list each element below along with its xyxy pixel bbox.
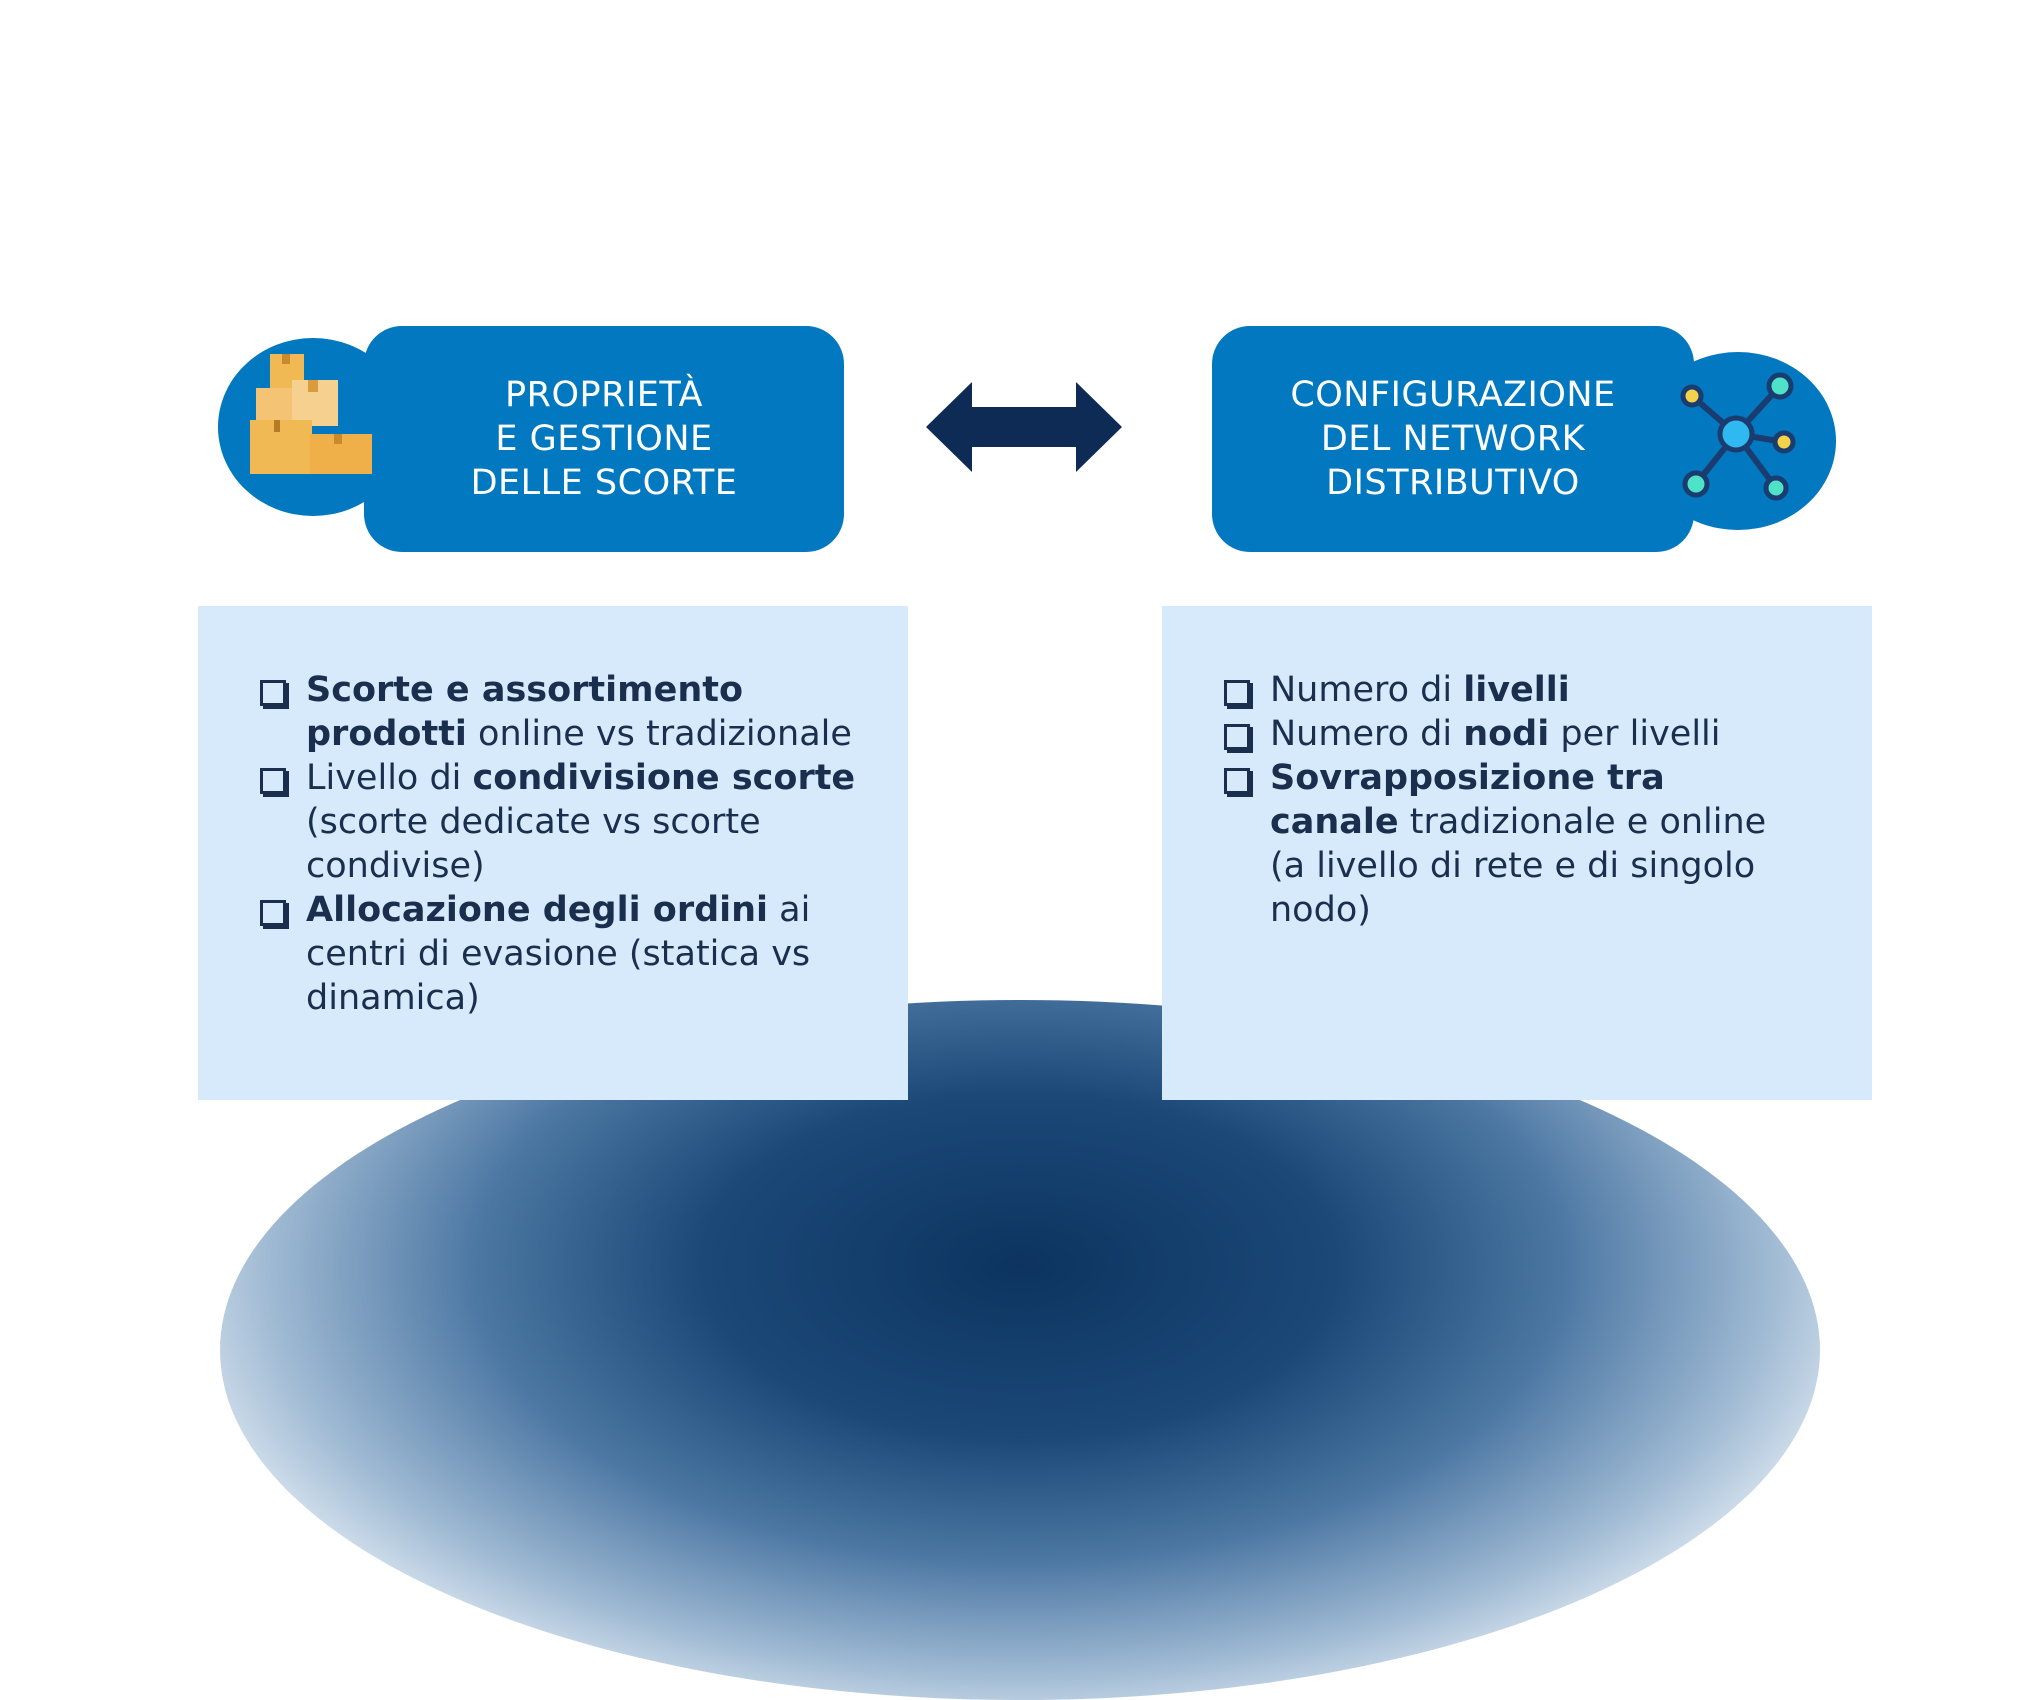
checkbox-bullet-icon <box>260 680 286 706</box>
bold-text: Scorte e assortimento prodotti <box>306 670 744 754</box>
bottom-glow <box>220 1000 1820 1700</box>
left-list-item: Scorte e assortimento prodotti online vs… <box>260 668 860 756</box>
left-bullet-list: Scorte e assortimento prodotti online vs… <box>260 668 860 1020</box>
checkbox-bullet-icon <box>260 768 286 794</box>
network-icon <box>1680 372 1796 501</box>
bold-text: nodi <box>1463 714 1550 754</box>
text: per livelli <box>1549 714 1721 754</box>
checkbox-bullet-icon <box>260 900 286 926</box>
boxes-icon <box>250 354 372 474</box>
left-header-pill: PROPRIETÀ E GESTIONE DELLE SCORTE <box>364 326 844 552</box>
text: (scorte dedicate vs scorte condivise) <box>306 802 761 886</box>
text: tradizionale e online (a livello di rete… <box>1270 802 1767 930</box>
right-list-item: Numero di livelli <box>1224 668 1804 712</box>
right-header-title: CONFIGURAZIONE DEL NETWORK DISTRIBUTIVO <box>1290 375 1616 503</box>
text: Livello di <box>306 758 473 798</box>
right-list-item: Sovrapposizione tra canale tradizionale … <box>1224 756 1804 932</box>
right-list-item: Numero di nodi per livelli <box>1224 712 1804 756</box>
left-content-box: Scorte e assortimento prodotti online vs… <box>198 606 908 1100</box>
bold-text: Sovrapposizione tra canale <box>1270 758 1665 842</box>
text: ai centri di evasione (statica vs dinami… <box>306 890 811 1018</box>
bold-text: Allocazione degli ordini <box>306 890 769 930</box>
bold-text: condivisione scorte <box>472 758 856 798</box>
text: online vs tradizionale <box>466 714 852 754</box>
checkbox-bullet-icon <box>1224 724 1250 750</box>
left-header-title: PROPRIETÀ E GESTIONE DELLE SCORTE <box>470 375 738 503</box>
bold-text: livelli <box>1463 670 1570 710</box>
checkbox-bullet-icon <box>1224 768 1250 794</box>
checkbox-bullet-icon <box>1224 680 1250 706</box>
double-arrow-icon <box>926 382 1122 472</box>
left-list-item: Livello di condivisione scorte (scorte d… <box>260 756 860 888</box>
left-list-item: Allocazione degli ordini ai centri di ev… <box>260 888 860 1020</box>
text: Numero di <box>1270 714 1464 754</box>
right-header-pill: CONFIGURAZIONE DEL NETWORK DISTRIBUTIVO <box>1212 326 1694 552</box>
text: Numero di <box>1270 670 1464 710</box>
